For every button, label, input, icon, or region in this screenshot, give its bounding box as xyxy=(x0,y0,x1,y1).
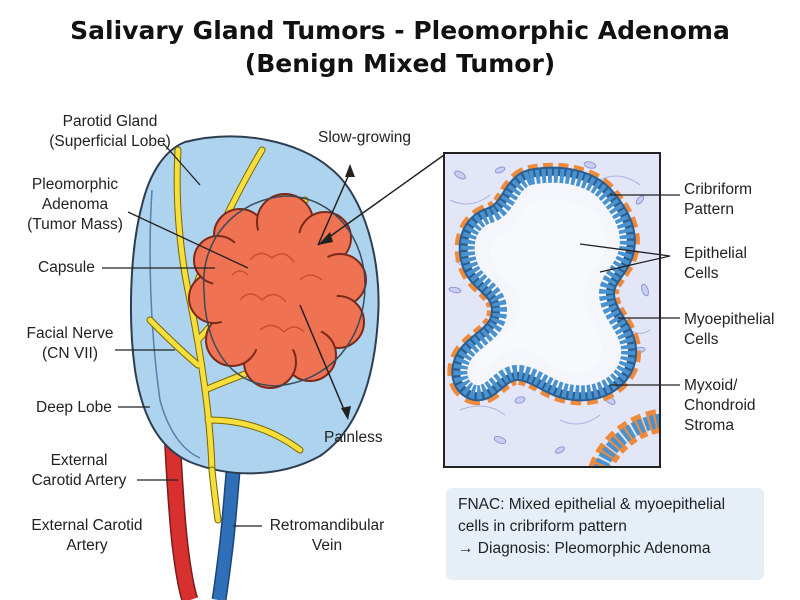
label-retromandibular-vein: Retromandibular Vein xyxy=(269,517,385,554)
label-slow-growing: Slow-growing xyxy=(318,129,412,146)
fnac-line-1: FNAC: Mixed epithelial & myoepithelial xyxy=(458,496,726,513)
slow-growing-arrow xyxy=(317,171,351,246)
label-epithelial-cells: Epithelial Cells xyxy=(684,245,747,282)
title-line-1: Salivary Gland Tumors - Pleomorphic Aden… xyxy=(70,16,730,45)
zoom-line xyxy=(317,154,445,246)
tumor-mass xyxy=(188,193,367,389)
label-myxoid-chondroid-stroma: Myxoid/ Chondroid Stroma xyxy=(684,377,756,434)
fnac-line-3: → Diagnosis: Pleomorphic Adenoma xyxy=(458,540,711,557)
histology-inset xyxy=(443,152,661,468)
label-external-carotid-artery-1: External Carotid Artery xyxy=(31,452,127,489)
diagram-title: Salivary Gland Tumors - Pleomorphic Aden… xyxy=(0,14,800,80)
pointer-lines-right xyxy=(579,194,680,386)
painless-arrow xyxy=(299,304,346,413)
label-painless: Painless xyxy=(324,429,383,446)
title-line-2: (Benign Mixed Tumor) xyxy=(244,49,556,78)
fnac-diagnosis-box: FNAC: Mixed epithelial & myoepithelial c… xyxy=(446,488,764,580)
fnac-line-2: cells in cribriform pattern xyxy=(458,518,627,535)
gland-lumen xyxy=(477,198,606,374)
pointer-lines-left xyxy=(102,142,262,527)
tumor-capsule xyxy=(203,195,366,387)
label-myoepithelial-cells: Myoepithelial Cells xyxy=(684,311,775,348)
label-cribriform-pattern: Cribriform Pattern xyxy=(684,181,753,218)
label-facial-nerve: Facial Nerve (CN VII) xyxy=(26,325,114,362)
label-deep-lobe: Deep Lobe xyxy=(36,399,112,416)
label-parotid-gland: Parotid Gland (Superficial Lobe) xyxy=(49,113,171,150)
label-capsule: Capsule xyxy=(38,259,95,276)
deep-lobe-boundary xyxy=(149,189,201,459)
label-pleomorphic-adenoma: Pleomorphic Adenoma (Tumor Mass) xyxy=(27,176,123,233)
adjacent-duct xyxy=(588,408,660,467)
label-external-carotid-artery-2: External Carotid Artery xyxy=(31,517,143,554)
